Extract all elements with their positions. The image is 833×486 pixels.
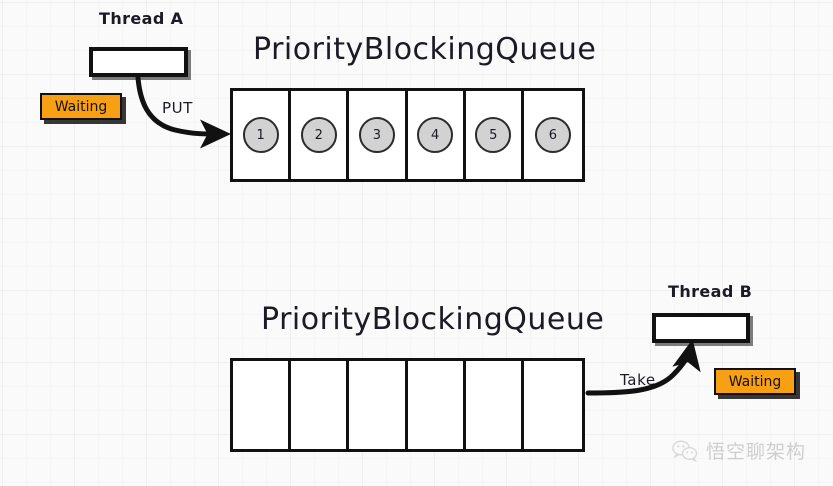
thread-b-label: Thread B [668, 282, 753, 301]
queue-top-cell: 2 [291, 91, 350, 179]
queue-bottom-cell [407, 361, 466, 449]
queue-top-cell: 3 [349, 91, 408, 179]
thread-a-label: Thread A [99, 9, 184, 28]
thread-a-status-badge: Waiting [40, 93, 122, 120]
queue-top-token: 5 [475, 117, 512, 153]
queue-top-cell: 5 [465, 91, 524, 179]
thread-a-box[interactable] [89, 47, 188, 77]
queue-top-token: 3 [358, 117, 395, 153]
queue-top-token: 1 [242, 117, 279, 153]
queue-bottom-cell [291, 361, 350, 449]
thread-b-status-badge: Waiting [714, 368, 796, 395]
queue-top-cell: 4 [407, 91, 466, 179]
queue-title-top: PriorityBlockingQueue [253, 32, 597, 67]
thread-b-box[interactable] [652, 313, 750, 343]
priority-blocking-queue-bottom [230, 358, 585, 452]
queue-bottom-cell [233, 361, 292, 449]
queue-bottom-cell [465, 361, 524, 449]
take-operation-label: Take [620, 371, 656, 389]
watermark: 悟空聊架构 [672, 437, 806, 464]
put-operation-label: PUT [162, 99, 193, 117]
queue-bottom-cell [523, 361, 582, 449]
queue-top-token: 6 [534, 117, 571, 153]
queue-top-token: 4 [417, 117, 454, 153]
queue-top-cell: 6 [523, 91, 582, 179]
watermark-text: 悟空聊架构 [706, 441, 807, 463]
queue-title-bottom: PriorityBlockingQueue [261, 302, 605, 337]
queue-bottom-cell [349, 361, 408, 449]
queue-top-cell: 1 [233, 91, 292, 179]
wechat-icon [672, 440, 698, 462]
queue-top-token: 2 [300, 117, 337, 153]
